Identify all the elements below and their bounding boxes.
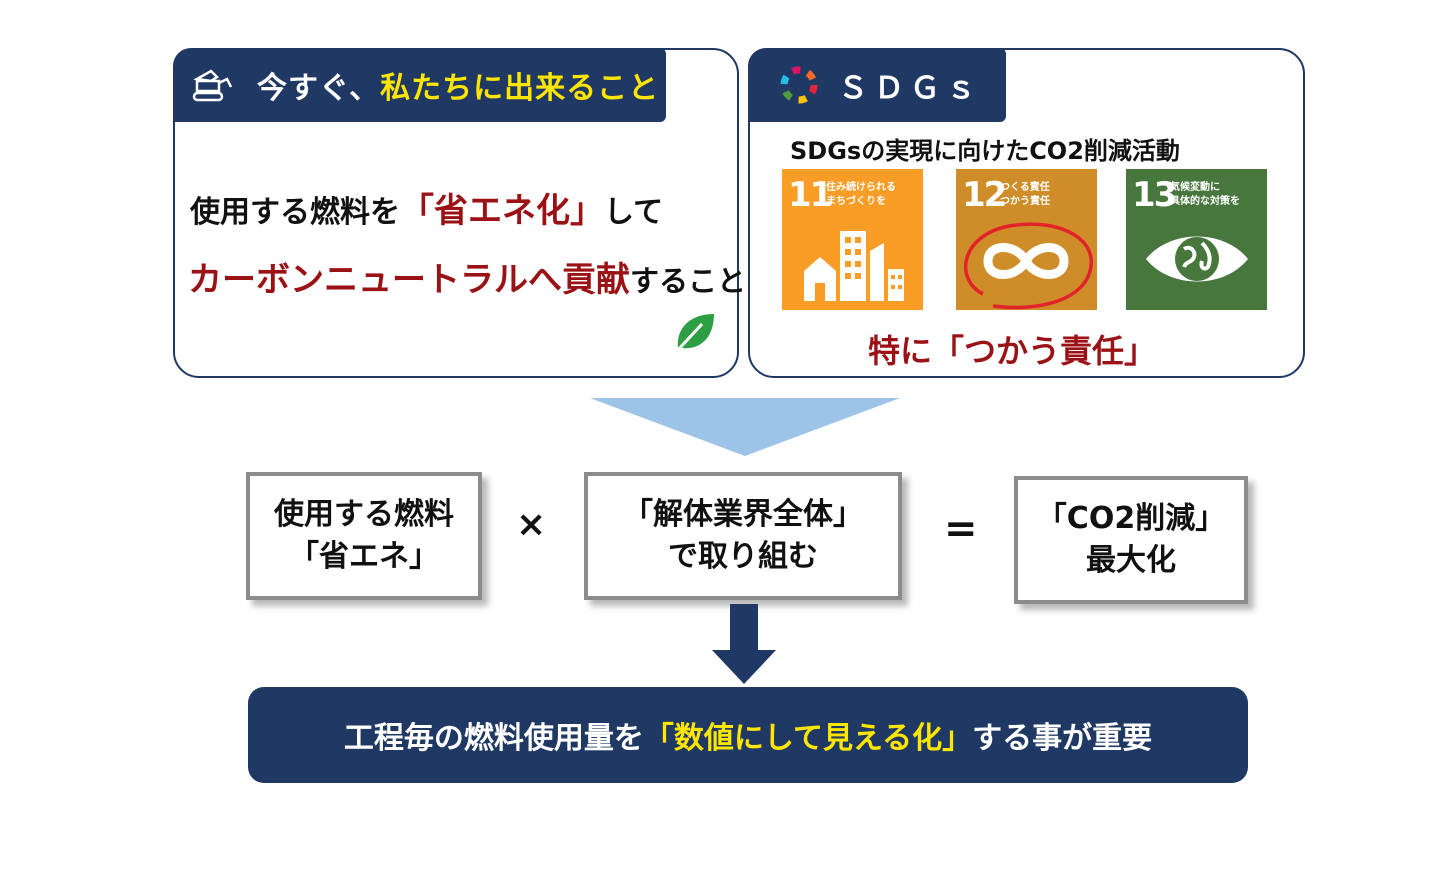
leaf-icon (672, 310, 718, 354)
box2-line1: 「解体業界全体」 (623, 497, 863, 532)
box3-line2: 最大化 (1086, 543, 1176, 578)
banner-prefix: 工程毎の燃料使用量を (343, 721, 644, 756)
line1-highlight: 「省エネ化」 (400, 191, 604, 231)
goal-label-line2: 具体的な対策を (1170, 196, 1240, 207)
left-tab-highlight: 私たちに出来ること (380, 71, 660, 106)
box2-line2: で取り組む (668, 539, 818, 574)
goal-label-line1: 気候変動に (1170, 182, 1220, 193)
sdgs-emphasis: 特に「つかう責任」 (868, 332, 1157, 370)
goal-label: つくる責任 つかう責任 (1000, 181, 1050, 209)
right-panel-tab: ＳＤＧｓ (748, 48, 1006, 122)
goal-label-line2: つかう責任 (1000, 196, 1050, 207)
left-line-2: カーボンニュートラルへ貢献すること (188, 252, 746, 301)
line1-suffix: して (604, 195, 664, 230)
eye-globe-icon (1146, 236, 1248, 282)
equation-box-industry: 「解体業界全体」 で取り組む (584, 472, 902, 600)
down-triangle-arrow (590, 398, 900, 456)
equals-operator: = (944, 506, 978, 552)
goal-label-line1: 住み続けられる (826, 182, 896, 193)
sdgs-wheel-icon (780, 66, 818, 104)
sdg-goal-11: 11 住み続けられる まちづくりを (782, 169, 923, 310)
goal-label: 住み続けられる まちづくりを (826, 181, 896, 209)
banner-suffix: する事が重要 (972, 721, 1153, 756)
line2-suffix: すること (630, 264, 747, 298)
box1-line1: 使用する燃料 (274, 497, 454, 532)
equation-box-result: 「CO2削減」 最大化 (1014, 476, 1248, 604)
goal-number: 13 (1132, 175, 1177, 215)
sdgs-subtitle: SDGsの実現に向けたCO2削減活動 (790, 137, 1180, 165)
left-line-1: 使用する燃料を「省エネ化」して (190, 183, 663, 232)
box3-line1: 「CO2削減」 (1036, 501, 1226, 536)
goal-label-line2: まちづくりを (826, 196, 886, 207)
box1-line2: 「省エネ」 (289, 539, 439, 574)
goal-number: 11 (788, 175, 833, 215)
left-tab-prefix: 今すぐ、 (257, 71, 381, 106)
line1-text: 使用する燃料を (190, 195, 400, 230)
excavator-icon (191, 67, 235, 103)
right-tab-title: ＳＤＧｓ (838, 71, 982, 106)
conclusion-banner: 工程毎の燃料使用量を「数値にして見える化」する事が重要 (248, 687, 1248, 783)
goal-number: 12 (962, 175, 1007, 215)
sdg-goal-13: 13 気候変動に 具体的な対策を (1126, 169, 1267, 310)
goal-label: 気候変動に 具体的な対策を (1170, 181, 1240, 209)
goal-label-line1: つくる責任 (1000, 182, 1050, 193)
down-arrow-icon (712, 604, 776, 684)
red-circle-annotation (963, 222, 1093, 310)
line2-highlight: カーボンニュートラルへ貢献 (188, 260, 630, 300)
equation-box-fuel: 使用する燃料 「省エネ」 (246, 472, 482, 600)
city-icon (804, 231, 904, 301)
banner-highlight: 「数値にして見える化」 (643, 721, 973, 756)
left-tab-title: 今すぐ、私たちに出来ること (257, 63, 659, 107)
times-operator: × (516, 504, 547, 545)
infinity-icon (983, 243, 1069, 279)
left-panel-tab: 今すぐ、私たちに出来ること (173, 48, 666, 122)
